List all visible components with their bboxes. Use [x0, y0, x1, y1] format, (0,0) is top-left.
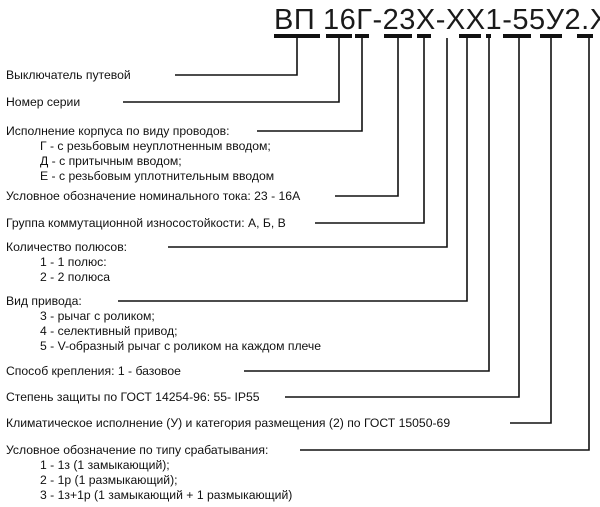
designation-prefix: ВП	[274, 4, 315, 36]
option-drive-4: 4 - селективный привод;	[40, 324, 178, 338]
option-housing-g: Г - с резьбовым неуплотненным вводом;	[40, 139, 271, 153]
label-wear-group: Группа коммутационной износостойкости: А…	[6, 216, 286, 230]
leader-line-housing	[257, 38, 363, 132]
label-housing-version: Исполнение корпуса по виду проводов:	[6, 124, 230, 138]
leader-line-poles	[168, 38, 448, 248]
leader-line-protection	[285, 38, 520, 398]
option-actuation-3: 3 - 1з+1р (1 замыкающий + 1 размыкающий)	[40, 488, 292, 502]
marker-bar-protection	[503, 34, 531, 38]
marker-bar-wear-group	[417, 34, 431, 38]
option-drive-3: 3 - рычаг с роликом;	[40, 309, 155, 323]
designation-code: 16Г-23Х-ХХ1-55У2.Х	[323, 4, 600, 36]
label-climate: Климатическое исполнение (У) и категория…	[6, 416, 450, 430]
option-drive-5: 5 - V-образный рычаг с роликом на каждом…	[40, 339, 321, 353]
marker-bar-series-prefix	[274, 34, 320, 38]
option-housing-d: Д - с притычным вводом;	[40, 154, 182, 168]
leader-line-actuation	[300, 38, 590, 451]
leader-line-series	[123, 38, 340, 103]
marker-bar-drive	[472, 34, 481, 38]
leader-line-mounting	[244, 38, 490, 372]
label-drive-type: Вид привода:	[6, 294, 82, 308]
option-actuation-2: 2 - 1р (1 размыкающий);	[40, 473, 178, 487]
option-housing-e: Е - с резьбовым уплотнительным вводом	[40, 169, 274, 183]
leader-line-switch	[175, 38, 298, 76]
marker-bar-actuation	[577, 34, 593, 38]
marker-bar-housing	[355, 34, 369, 38]
marker-bar-current	[384, 34, 412, 38]
marker-bar-mounting	[486, 34, 491, 38]
leader-line-drive	[118, 38, 468, 302]
label-mounting: Способ крепления: 1 - базовое	[6, 364, 181, 378]
option-poles-2: 2 - 2 полюса	[40, 270, 110, 284]
label-poles: Количество полюсов:	[6, 240, 127, 254]
option-actuation-1: 1 - 1з (1 замыкающий);	[40, 458, 170, 472]
label-rated-current: Условное обозначение номинального тока: …	[6, 189, 301, 203]
label-series-number: Номер серии	[6, 95, 80, 109]
leader-line-climate	[510, 38, 552, 424]
leader-line-wear-group	[315, 38, 425, 224]
marker-bar-poles	[459, 34, 473, 38]
marker-bar-series-number	[326, 34, 352, 38]
label-switch-type: Выключатель путевой	[6, 68, 131, 82]
label-protection: Степень защиты по ГОСТ 14254-96: 55- IP5…	[6, 390, 260, 404]
option-poles-1: 1 - 1 полюс:	[40, 255, 107, 269]
marker-bar-climate	[540, 34, 562, 38]
leader-line-current	[335, 38, 399, 197]
label-actuation-type: Условное обозначение по типу срабатывани…	[6, 443, 268, 457]
